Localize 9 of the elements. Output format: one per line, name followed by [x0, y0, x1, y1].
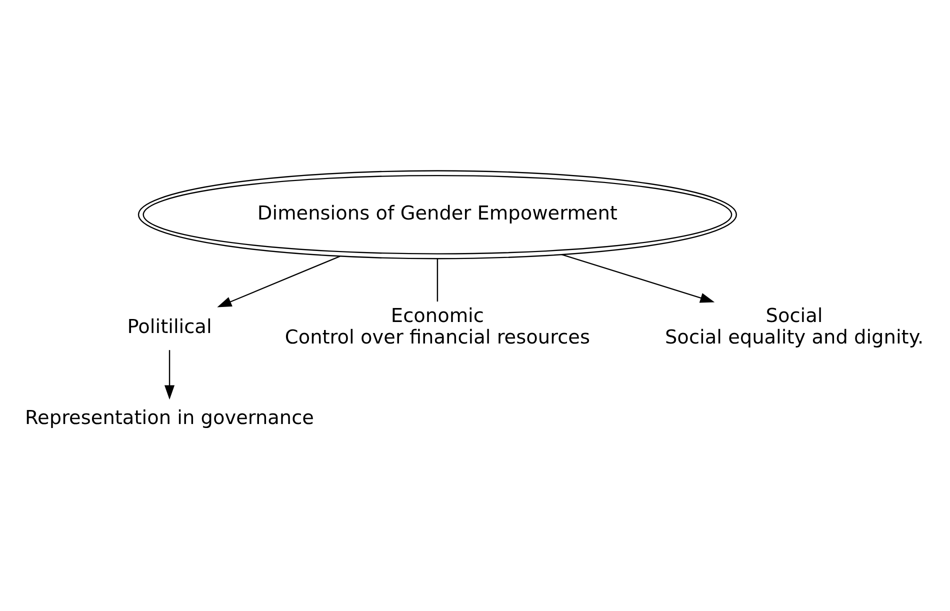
- node-ellipse: Dimensions of Gender Empowerment: [138, 170, 737, 259]
- node-text: Economic Control over financial resources: [284, 304, 590, 348]
- node-text: Social Social equality and dignity.: [665, 304, 924, 348]
- arrow: [562, 254, 715, 302]
- node-text: Politilical: [127, 314, 212, 338]
- node-text: Representation in governance: [25, 406, 314, 429]
- arrow: [217, 255, 340, 307]
- arrow: [164, 350, 175, 400]
- connector: [436, 258, 438, 302]
